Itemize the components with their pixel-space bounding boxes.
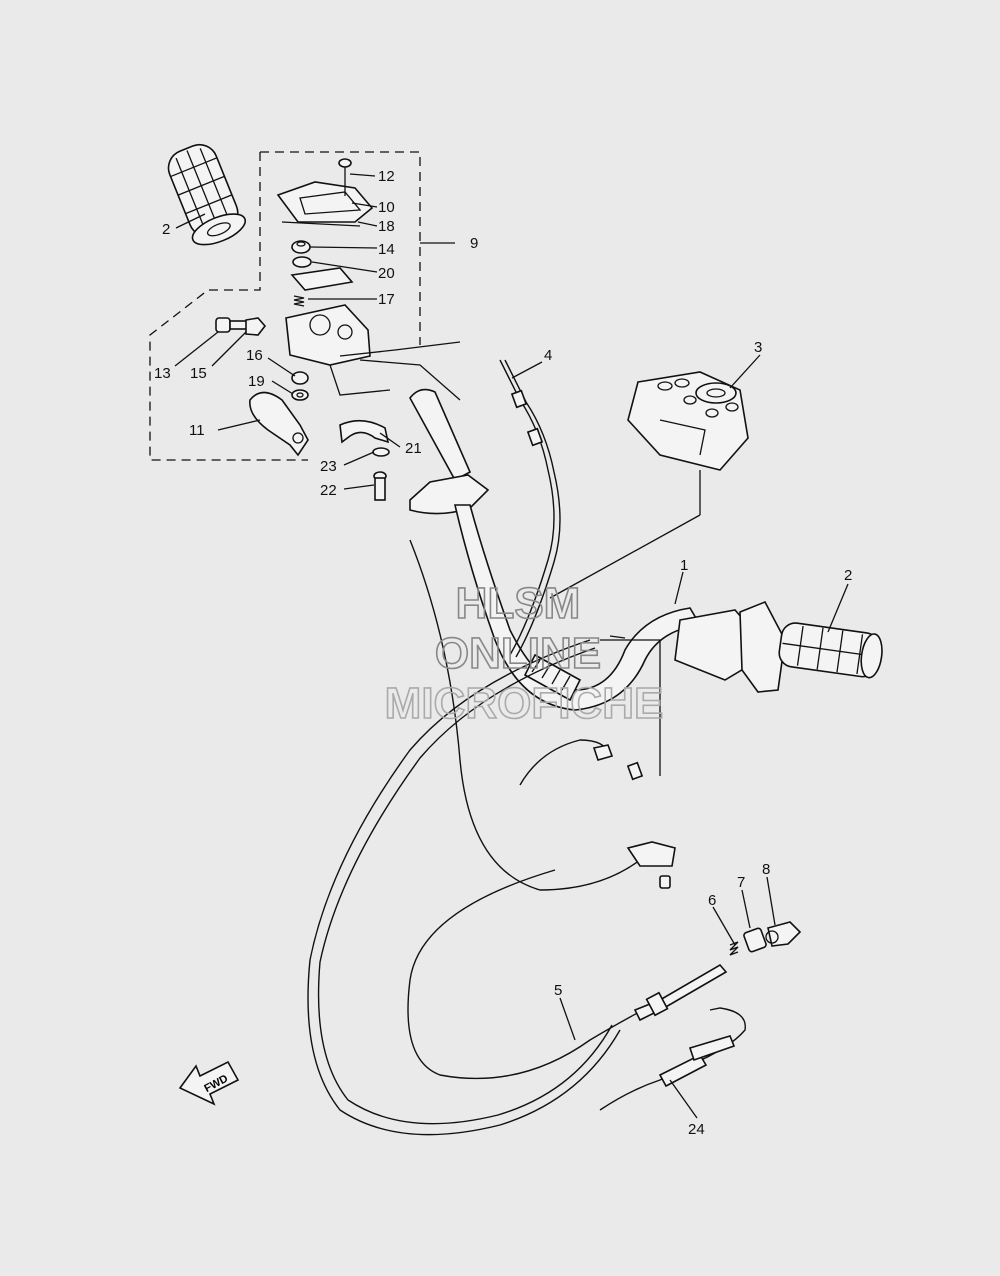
right-grip[interactable] [777,621,884,679]
clutch-lever-cable[interactable] [519,635,661,786]
callout-15: 15 [190,365,207,382]
handlebar[interactable] [409,388,702,711]
washer-20[interactable] [290,256,354,291]
callout-5: 5 [554,982,562,999]
throttle-cover[interactable] [276,181,374,227]
callout-24: 24 [688,1121,705,1138]
switch-cover[interactable] [627,371,749,471]
callout-11: 11 [189,422,205,439]
left-grip[interactable] [160,138,249,251]
bolt-13[interactable] [215,317,249,333]
leader-lines [174,173,849,1119]
callout-3: 3 [754,339,762,356]
callout-22: 22 [320,482,337,499]
callout-20: 20 [378,265,395,282]
bolt-22[interactable] [373,471,387,501]
callout-23: 23 [320,458,337,475]
watermark-line2: ONLINE [435,629,601,678]
callout-10: 10 [378,199,395,216]
nut-15[interactable] [245,317,267,336]
washer-19[interactable] [291,389,309,401]
assembly-outline-9 [149,151,455,461]
watermark: HLSM ONLINE MICROFICHE [384,578,664,729]
watermark-line3: MICROFICHE [385,679,664,728]
nut-14[interactable] [291,240,311,254]
adjuster-parts[interactable] [633,921,802,1022]
callout-12: 12 [378,168,395,185]
brake-cable-5[interactable] [307,539,721,1136]
throttle-housing[interactable] [285,304,461,401]
callout-19: 19 [248,373,265,390]
callout-7: 7 [737,874,745,891]
callout-21: 21 [405,440,422,457]
callout-17: 17 [378,291,395,308]
callout-13: 13 [154,365,171,382]
callout-6: 6 [708,892,716,909]
callout-labels: 1 2 2 3 4 5 6 7 8 9 10 11 12 13 14 15 16… [154,168,852,1138]
washer-16[interactable] [291,371,309,385]
throttle-lever-11[interactable] [249,391,309,457]
callout-1: 1 [680,557,688,574]
callout-2: 2 [162,221,170,238]
callout-18: 18 [378,218,395,235]
callout-4: 4 [544,347,552,364]
callout-9: 9 [470,235,478,252]
watermark-line1: HLSM [456,579,581,628]
throttle-cable-4[interactable] [499,359,561,658]
spring-17[interactable] [293,295,305,307]
screw-12[interactable] [338,158,352,196]
right-switch-housing[interactable] [674,600,786,693]
callout-8: 8 [762,861,770,878]
washer-23[interactable] [372,447,390,457]
callout-14: 14 [378,241,395,258]
clamp-21[interactable] [339,419,390,444]
callout-16: 16 [246,347,263,364]
callout-2: 2 [844,567,852,584]
cable-24[interactable] [599,1007,746,1111]
fwd-arrow: FWD [178,1060,240,1106]
